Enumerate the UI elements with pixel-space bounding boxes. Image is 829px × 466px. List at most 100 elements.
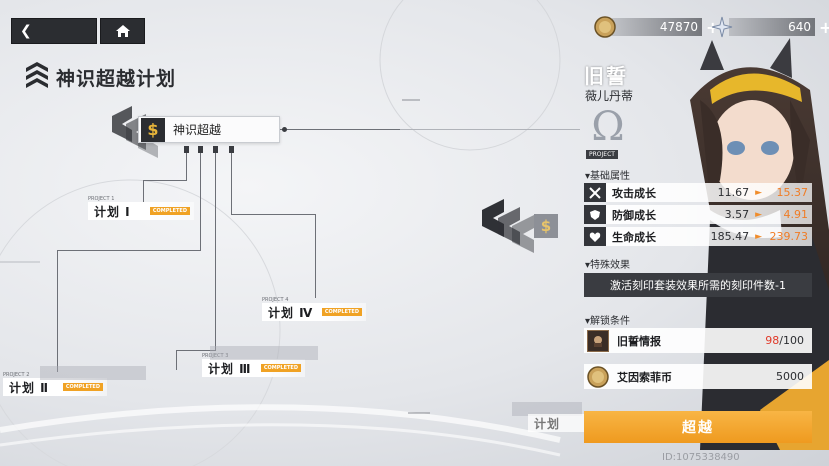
plan-label: 计划 Ⅳ — [268, 305, 314, 320]
section-effect-header: ▾特殊效果 — [585, 260, 631, 271]
stat-new-value: 4.91 — [783, 208, 809, 221]
unlock-row-intel[interactable]: 旧誓情报 98/100 — [584, 328, 812, 353]
page-title-text: 神识超越计划 — [56, 67, 177, 90]
crystal-currency: 640 + — [711, 16, 829, 38]
stat-label: 防御成长 — [612, 208, 656, 222]
stat-new-value: 15.37 — [776, 186, 809, 199]
connector-node — [229, 146, 234, 153]
plan-shadow — [512, 402, 582, 416]
intel-book-icon — [587, 329, 609, 352]
tree-line — [215, 152, 216, 350]
root-badge: $ — [141, 117, 165, 142]
coin-currency: 47870 + — [594, 16, 719, 38]
transcend-button[interactable]: 超越 — [584, 411, 812, 443]
plan-node-5[interactable]: 计划 — [528, 414, 584, 432]
tree-line — [57, 250, 58, 372]
plan-shadow — [40, 366, 146, 380]
plan-label: 计划 Ⅱ — [9, 380, 50, 395]
stat-row-attack: 攻击成长 11.67 ► 15.37 — [584, 183, 812, 202]
connector-node — [213, 146, 218, 153]
tree-line — [231, 152, 232, 214]
tree-line — [186, 152, 187, 180]
stat-arrow-icon: ► — [755, 209, 762, 220]
omega-symbol: Ω — [591, 104, 625, 150]
stat-label: 攻击成长 — [612, 186, 656, 200]
tree-line — [176, 350, 177, 370]
tree-line — [143, 180, 187, 181]
omega-icon: Ω — [590, 106, 626, 148]
plan-label: 计划 — [534, 416, 561, 431]
transcend-s-icon: $ — [147, 120, 159, 139]
plan-node-2[interactable]: PROJECT 2 计划 Ⅱ COMPLETED — [3, 372, 107, 396]
plan-node-3[interactable]: PROJECT 3 计划 Ⅲ COMPLETED — [202, 353, 305, 377]
tree-line — [176, 350, 216, 351]
special-effect-text: 激活刻印套装效果所需的刻印件数-1 — [584, 273, 812, 297]
stat-label: 生命成长 — [612, 230, 656, 244]
stat-new-value: 239.73 — [769, 230, 809, 243]
selected-node-badge: $ — [534, 214, 558, 238]
root-node[interactable]: $ 神识超越 — [138, 116, 280, 143]
stat-arrow-icon: ► — [755, 231, 762, 242]
back-button[interactable]: ❮ — [11, 18, 97, 44]
add-crystal-button[interactable]: + — [819, 17, 829, 37]
unlock-need: /100 — [779, 334, 804, 347]
completed-badge: COMPLETED — [149, 207, 190, 215]
plan-node-4[interactable]: PROJECT 4 计划 Ⅳ COMPLETED — [262, 297, 366, 321]
plan-tag: PROJECT 3 — [202, 353, 229, 359]
tree-line — [57, 250, 201, 251]
star-crystal-icon — [711, 16, 733, 38]
back-arrow-icon: ❮ — [20, 23, 32, 39]
page-title: 神识超越计划 — [24, 62, 176, 92]
unlock-row-coin[interactable]: 艾因索菲币 5000 — [584, 364, 812, 389]
plan-label: 计划 Ⅰ — [94, 204, 131, 219]
connector-dot — [282, 127, 287, 132]
unlock-have: 98 — [765, 334, 780, 347]
plan-tag: PROJECT 1 — [88, 196, 115, 202]
chevron-logo-icon — [26, 62, 48, 88]
connector-node — [198, 146, 203, 153]
plan-node-1[interactable]: PROJECT 1 计划 Ⅰ COMPLETED — [88, 196, 194, 220]
stat-old-value: 185.47 — [710, 230, 750, 243]
tree-line — [200, 152, 201, 250]
shield-icon — [584, 205, 606, 224]
user-id: ID:1075338490 — [662, 452, 740, 463]
heart-icon — [584, 227, 606, 246]
home-button[interactable] — [100, 18, 145, 44]
project-badge: PROJECT — [586, 150, 618, 159]
stat-old-value: 3.57 — [724, 208, 750, 221]
character-name: 旧誓 — [584, 64, 628, 88]
completed-badge: COMPLETED — [260, 364, 301, 372]
character-subtitle: 薇儿丹蒂 — [585, 89, 634, 103]
tree-line — [143, 180, 144, 202]
unlock-value: 5000 — [776, 370, 804, 383]
completed-badge: COMPLETED — [62, 383, 103, 391]
unlock-value: 98/100 — [765, 334, 804, 347]
tree-line — [400, 129, 580, 130]
stat-arrow-icon: ► — [755, 187, 762, 198]
tree-line — [315, 214, 316, 298]
crystal-amount-bar: 640 — [729, 18, 815, 36]
coin-icon — [594, 16, 616, 38]
tree-line — [280, 129, 400, 130]
tree-line — [231, 214, 315, 215]
crystal-amount: 640 — [788, 20, 811, 34]
coin-amount-bar: 47870 — [612, 18, 702, 36]
coin-amount: 47870 — [659, 20, 698, 34]
selected-node-emblem-icon — [482, 199, 534, 253]
plan-tag: PROJECT 4 — [262, 297, 289, 303]
connector-node — [184, 146, 189, 153]
unlock-label: 旧誓情报 — [617, 334, 661, 348]
stat-row-health: 生命成长 185.47 ► 239.73 — [584, 227, 812, 246]
plan-shadow — [210, 346, 318, 360]
stat-old-value: 11.67 — [717, 186, 750, 199]
plan-label: 计划 Ⅲ — [208, 361, 252, 376]
root-node-label: 神识超越 — [173, 123, 222, 137]
coin-icon — [587, 365, 609, 388]
section-stats-header: ▾基础属性 — [585, 171, 631, 182]
stat-row-defense: 防御成长 3.57 ► 4.91 — [584, 205, 812, 224]
plan-tag: PROJECT 2 — [3, 372, 30, 378]
section-unlock-header: ▾解锁条件 — [585, 316, 631, 327]
home-icon — [115, 25, 130, 37]
transcend-s-icon: $ — [540, 217, 552, 235]
